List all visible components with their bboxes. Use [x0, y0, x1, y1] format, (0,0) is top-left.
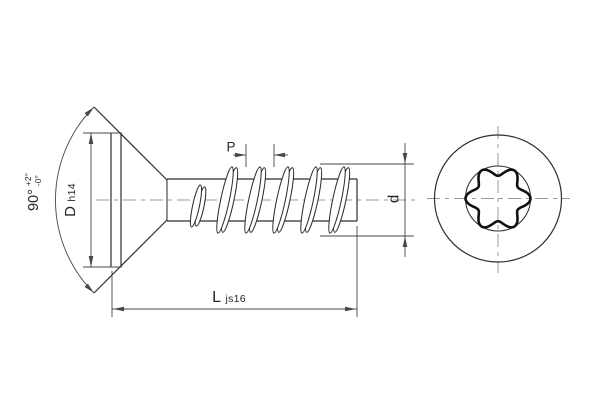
head-angle-label: 90° +2°-0° — [23, 173, 44, 212]
pitch-symbol: P — [226, 139, 236, 155]
head-angle-tolerance-minus: -0° — [33, 175, 43, 187]
thread-diameter-symbol: d — [385, 194, 403, 204]
head-diameter-symbol: D — [62, 206, 79, 217]
length-tolerance: js16 — [225, 293, 246, 305]
pitch-dimension — [233, 144, 288, 167]
head-angle-tolerance: +2°-0° — [23, 173, 44, 187]
head-outer-circle — [433, 134, 563, 263]
head-diameter-dimension — [83, 132, 122, 268]
thread — [189, 166, 351, 234]
thread-diameter-label: d — [385, 194, 403, 204]
head-angle-value: 90° — [26, 189, 43, 212]
head-diameter-tolerance: h14 — [66, 183, 78, 202]
thread-diameter-dimension — [320, 143, 414, 257]
length-label: L js16 — [212, 290, 246, 306]
head-diameter-label: D h14 — [62, 183, 79, 217]
pitch-label: P — [226, 140, 235, 154]
end-view — [427, 126, 570, 273]
torx-recess-outline — [464, 168, 532, 229]
head-angle-dimension — [55, 106, 95, 294]
length-symbol: L — [212, 289, 221, 306]
length-dimension — [111, 226, 358, 317]
side-view — [55, 106, 414, 317]
countersunk-head — [93, 106, 168, 294]
